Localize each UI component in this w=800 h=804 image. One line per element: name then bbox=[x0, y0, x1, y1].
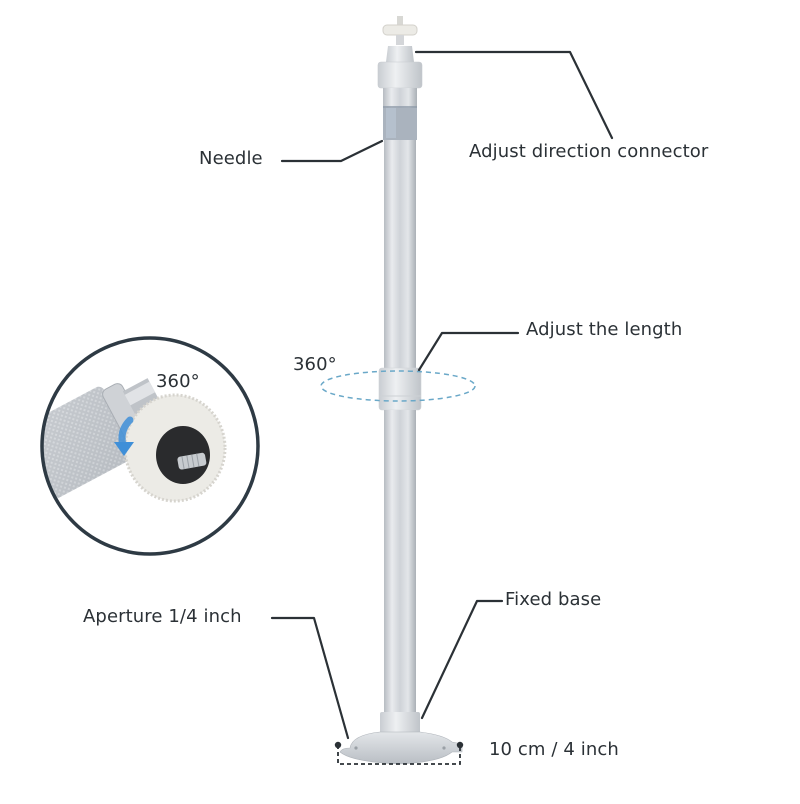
connector-leader bbox=[414, 50, 614, 140]
rotation-label: 360° bbox=[293, 354, 337, 375]
connector-label: Adjust direction connector bbox=[469, 141, 709, 162]
top-knob bbox=[382, 24, 418, 36]
pole bbox=[339, 16, 463, 765]
needle-label: Needle bbox=[199, 148, 263, 169]
length-label: Adjust the length bbox=[526, 319, 683, 340]
leader-lines bbox=[270, 50, 614, 740]
rotation-arrow-icon bbox=[114, 416, 134, 456]
needle-leader bbox=[280, 139, 384, 163]
base-neck bbox=[380, 712, 420, 734]
inset-detail bbox=[40, 336, 260, 556]
aperture-label: Aperture 1/4 inch bbox=[83, 606, 242, 627]
base-leader bbox=[420, 599, 504, 720]
direction-connector bbox=[386, 46, 414, 62]
dimension-label: 10 cm / 4 inch bbox=[489, 739, 619, 760]
upper-tube bbox=[384, 140, 416, 370]
length-collar bbox=[378, 367, 422, 411]
length-leader bbox=[417, 331, 520, 372]
fixed-base-label: Fixed base bbox=[505, 589, 602, 610]
inset-ring bbox=[40, 336, 260, 556]
aperture-leader bbox=[270, 616, 350, 740]
lower-tube bbox=[384, 410, 416, 715]
top-screw bbox=[397, 16, 403, 26]
fixed-base-plate bbox=[339, 731, 463, 765]
inset-rotation-label: 360° bbox=[156, 371, 200, 392]
dimension-bracket bbox=[334, 741, 464, 765]
rotation-ring bbox=[320, 370, 476, 402]
